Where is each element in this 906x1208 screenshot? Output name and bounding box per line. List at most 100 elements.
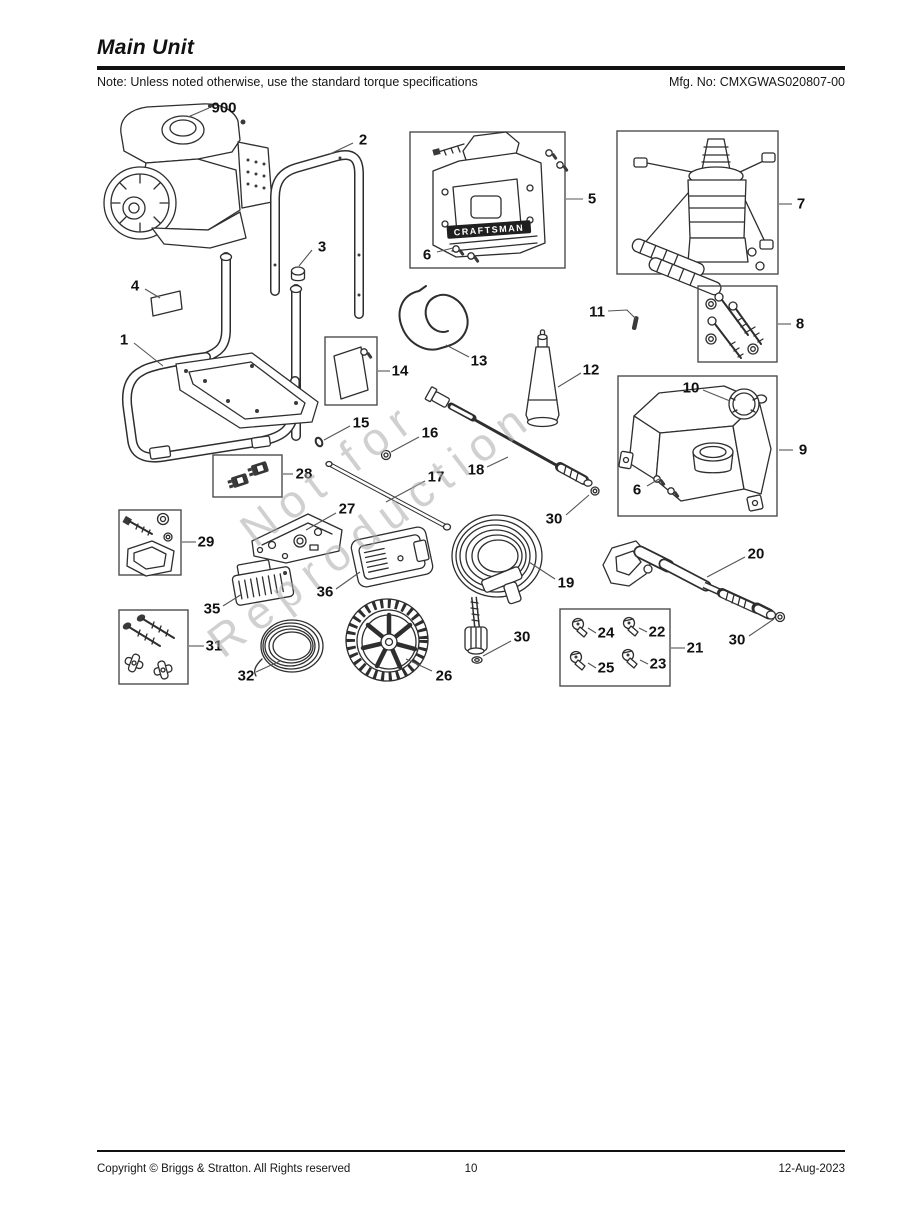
callout-leader-26-30: [405, 658, 433, 672]
wire-clip-illustration: [398, 285, 469, 351]
callout-leader-10-18: [702, 389, 731, 402]
part-callout-28-32: 28: [296, 466, 313, 483]
plate-box: [324, 336, 378, 406]
brand-text: CRAFTSMAN: [453, 223, 524, 238]
part-callout-11-9: 11: [589, 304, 605, 321]
page-title: Main Unit: [97, 36, 195, 59]
callout-leader-19-21: [528, 561, 556, 580]
lance-illustration: [424, 386, 600, 496]
part-callout-30-22: 30: [514, 629, 531, 646]
part-callout-10-18: 10: [683, 380, 700, 397]
part-callout-6-6: 6: [423, 247, 431, 264]
part-callout-36-37: 36: [317, 584, 334, 601]
callout-leader-23-27: [639, 659, 649, 665]
washer-illustration: [380, 449, 392, 461]
part-callout-35-36: 35: [204, 601, 221, 618]
callout-leader-4-3: [144, 288, 161, 299]
coil-illustration: [254, 619, 324, 677]
callout-leader-6-6: [436, 247, 454, 253]
callout-leader-15-13: [323, 425, 351, 441]
header-rule: [97, 66, 845, 70]
part-callout-26-30: 26: [436, 668, 453, 685]
callout-leader-20-23: [706, 556, 746, 578]
part-callout-5-5: 5: [588, 191, 596, 208]
part-callout-6-20: 6: [633, 482, 641, 499]
part-callout-15-13: 15: [353, 415, 370, 432]
part-callout-8-8: 8: [796, 316, 804, 333]
bolt-kit-box: [697, 285, 778, 363]
part-callout-30-24: 30: [729, 632, 746, 649]
torque-note: Note: Unless noted otherwise, use the st…: [97, 74, 478, 89]
part-callout-20-23: 20: [748, 546, 765, 563]
part-callout-23-27: 23: [650, 656, 667, 673]
callout-leader-35-36: [222, 593, 243, 607]
callout-leader-13-11: [445, 344, 470, 358]
pin-illustration: [631, 316, 639, 330]
part-callout-32-35: 32: [238, 668, 255, 685]
callout-leader-27-31: [305, 512, 337, 531]
engine-illustration: [103, 103, 273, 249]
callout-leader-6-20: [646, 478, 660, 487]
tube-illustration: [325, 460, 452, 531]
wheel-illustration: [345, 598, 429, 682]
part-callout-900-0: 900: [211, 100, 236, 117]
callout-leader-30-17: [565, 494, 590, 516]
part-callout-14-12: 14: [392, 363, 409, 380]
callout-leader-36-37: [335, 571, 361, 590]
part-callout-2-1: 2: [359, 132, 367, 149]
part-callout-31-34: 31: [206, 638, 223, 655]
part-callout-27-31: 27: [339, 501, 356, 518]
callout-leader-25-29: [587, 662, 597, 669]
clip-kit-box: [212, 454, 283, 498]
nozzle-kit-box: [559, 608, 671, 687]
footer-rule: [97, 1150, 845, 1152]
callout-leader-32-35: [255, 660, 281, 673]
part-callout-1-4: 1: [120, 332, 128, 349]
part-callout-30-17: 30: [546, 511, 563, 528]
callout-leader-2-1: [329, 142, 354, 155]
callout-leader-17-15: [385, 480, 426, 503]
part-callout-29-33: 29: [198, 534, 215, 551]
part-callout-22-26: 22: [649, 624, 666, 641]
page-header: Main Unit Note: Unless noted otherwise, …: [97, 36, 845, 89]
callout-leader-900-0: [187, 107, 210, 118]
footer-page-number: 10: [464, 1162, 478, 1175]
part-callout-17-15: 17: [428, 469, 445, 486]
engine-plate-illustration: [251, 513, 343, 564]
footer-date: 12-Aug-2023: [778, 1162, 846, 1175]
nozzle-holder-illustration: [525, 329, 560, 428]
page-footer: Copyright © Briggs & Stratton. All Right…: [97, 1150, 845, 1175]
part-callout-4-3: 4: [131, 278, 140, 295]
hose-illustration: [451, 514, 543, 664]
spray-gun-illustration: [602, 540, 786, 623]
callout-leader-12-10: [557, 372, 582, 388]
part-callout-7-7: 7: [797, 196, 805, 213]
part-callout-12-10: 12: [583, 362, 600, 379]
o-ring-illustration: [314, 436, 324, 448]
part-callout-13-11: 13: [471, 353, 488, 370]
frame-illustration: [121, 252, 319, 463]
callout-leader-24-28: [587, 627, 597, 634]
part-callout-19-21: 19: [558, 575, 575, 592]
part-callout-18-16: 18: [468, 462, 485, 479]
bolt-knob-kit-box: [118, 609, 189, 685]
callout-leader-1-4: [133, 342, 164, 367]
callout-leader-16-14: [390, 436, 420, 453]
cap-illustration: [290, 266, 306, 282]
handle-illustration: [270, 150, 364, 319]
part-callout-3-2: 3: [318, 239, 326, 256]
fuel-tank-box: [617, 375, 778, 517]
pump-box: [616, 130, 779, 296]
part-callout-24-28: 24: [598, 625, 615, 642]
callout-leader-11-9: [607, 309, 637, 320]
callout-leader-3-2: [298, 249, 313, 267]
part-callout-21-25: 21: [687, 640, 704, 657]
callout-leader-18-16: [486, 456, 509, 468]
callout-leader-22-26: [638, 627, 648, 633]
footer-copyright: Copyright © Briggs & Stratton. All Right…: [97, 1162, 351, 1175]
mfg-number: Mfg. No: CMXGWAS020807-00: [669, 74, 845, 89]
part-callout-25-29: 25: [598, 660, 615, 677]
